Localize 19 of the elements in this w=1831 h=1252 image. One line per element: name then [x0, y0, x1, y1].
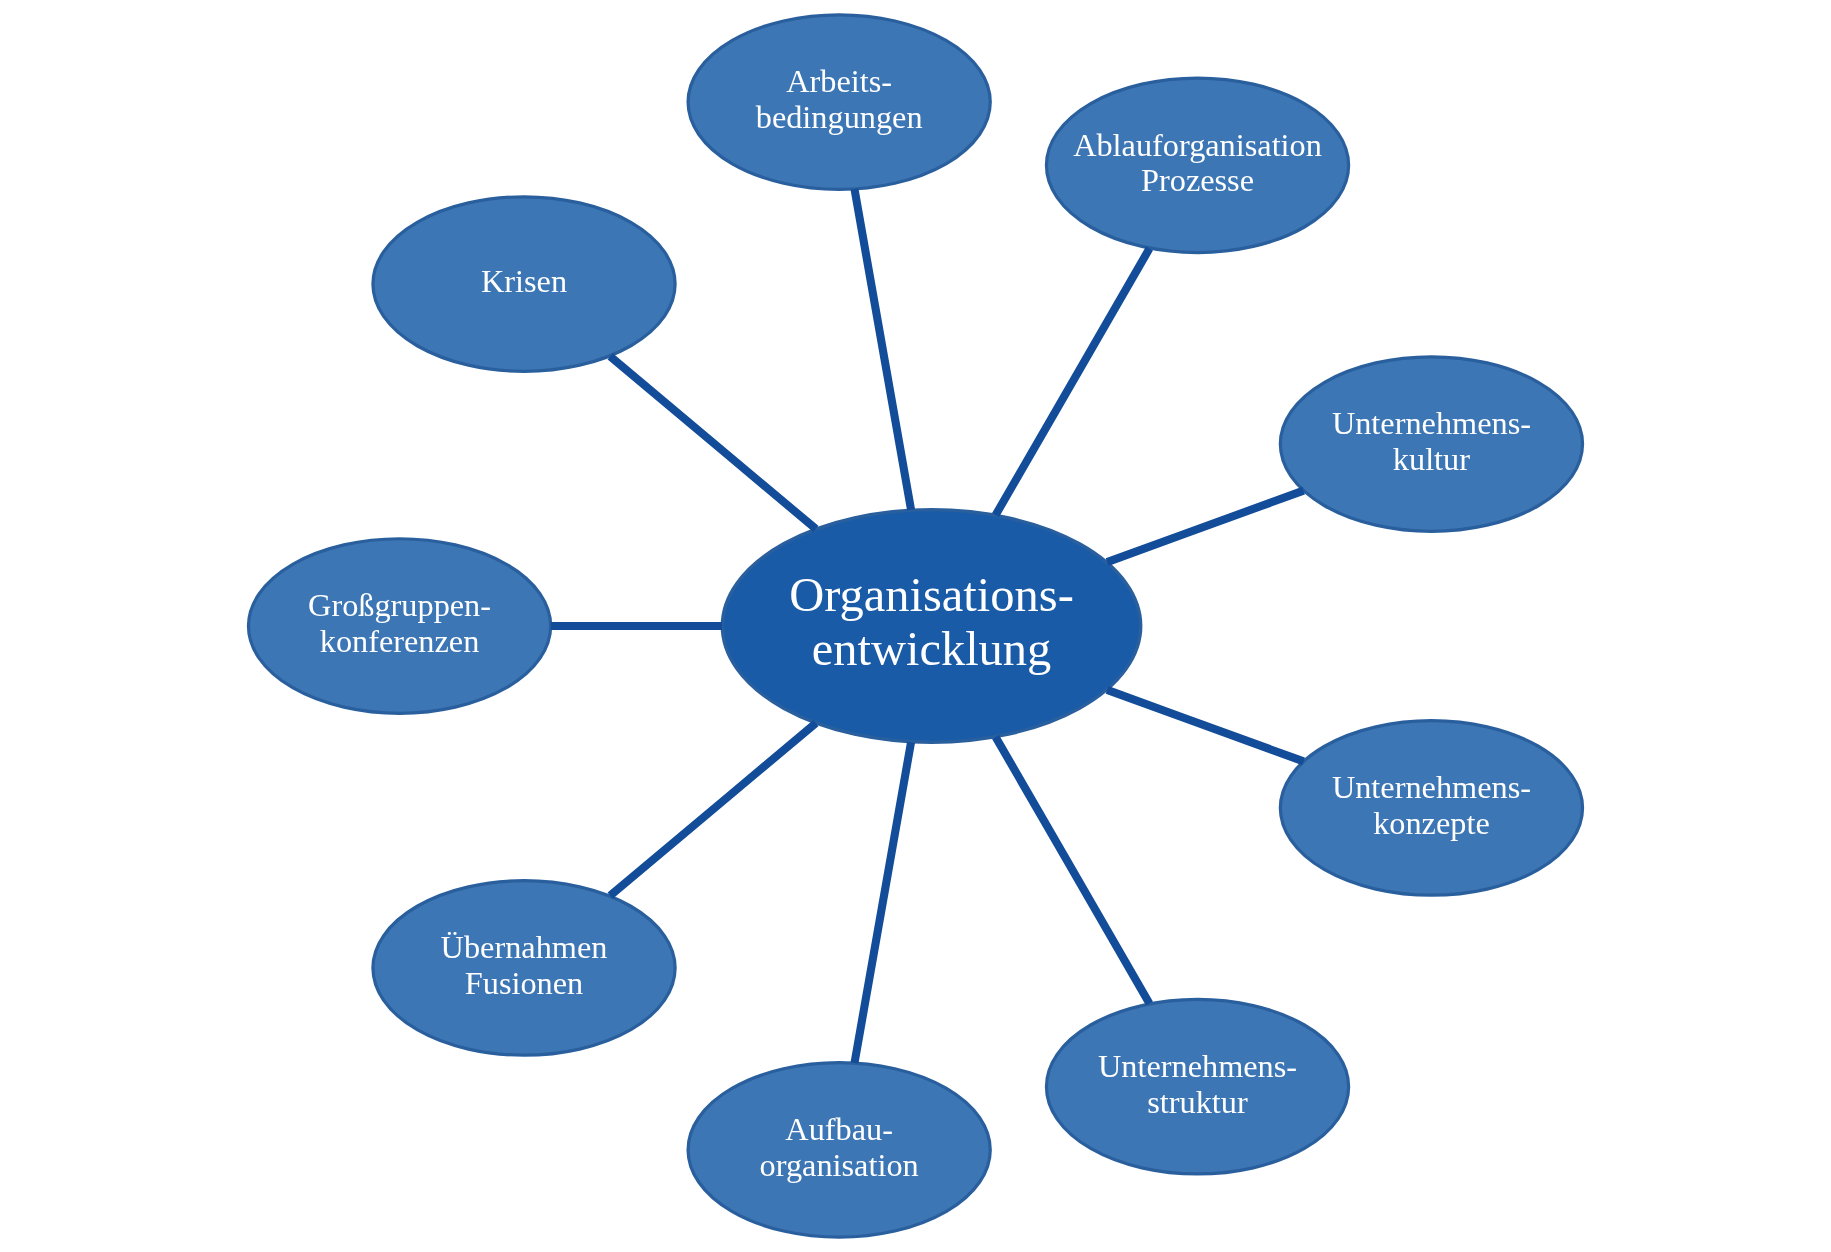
connector [550, 621, 723, 631]
node-ellipse: Organisations- entwicklung [720, 508, 1143, 744]
connector [607, 353, 819, 532]
node-ellipse: Großgruppen- konferenzen [246, 537, 553, 715]
connector [850, 741, 915, 1064]
connector [1105, 486, 1305, 566]
connector [992, 246, 1153, 518]
connector [1105, 686, 1305, 766]
node-ellipse: Arbeits- bedingungen [686, 13, 992, 191]
node-ellipse: Aufbau- organisation [686, 1061, 992, 1239]
node-ellipse: Unternehmens- struktur [1044, 997, 1351, 1176]
node-ellipse: Unternehmens- konzepte [1278, 719, 1585, 897]
node-ellipse: Ablauforganisation Prozesse [1044, 76, 1351, 255]
node-ellipse: Krisen [371, 195, 677, 373]
connector [607, 720, 819, 899]
node-ellipse: Unternehmens- kultur [1278, 355, 1585, 533]
node-ellipse: Übernahmen Fusionen [371, 879, 677, 1057]
connector [992, 734, 1153, 1006]
connector [850, 188, 915, 511]
